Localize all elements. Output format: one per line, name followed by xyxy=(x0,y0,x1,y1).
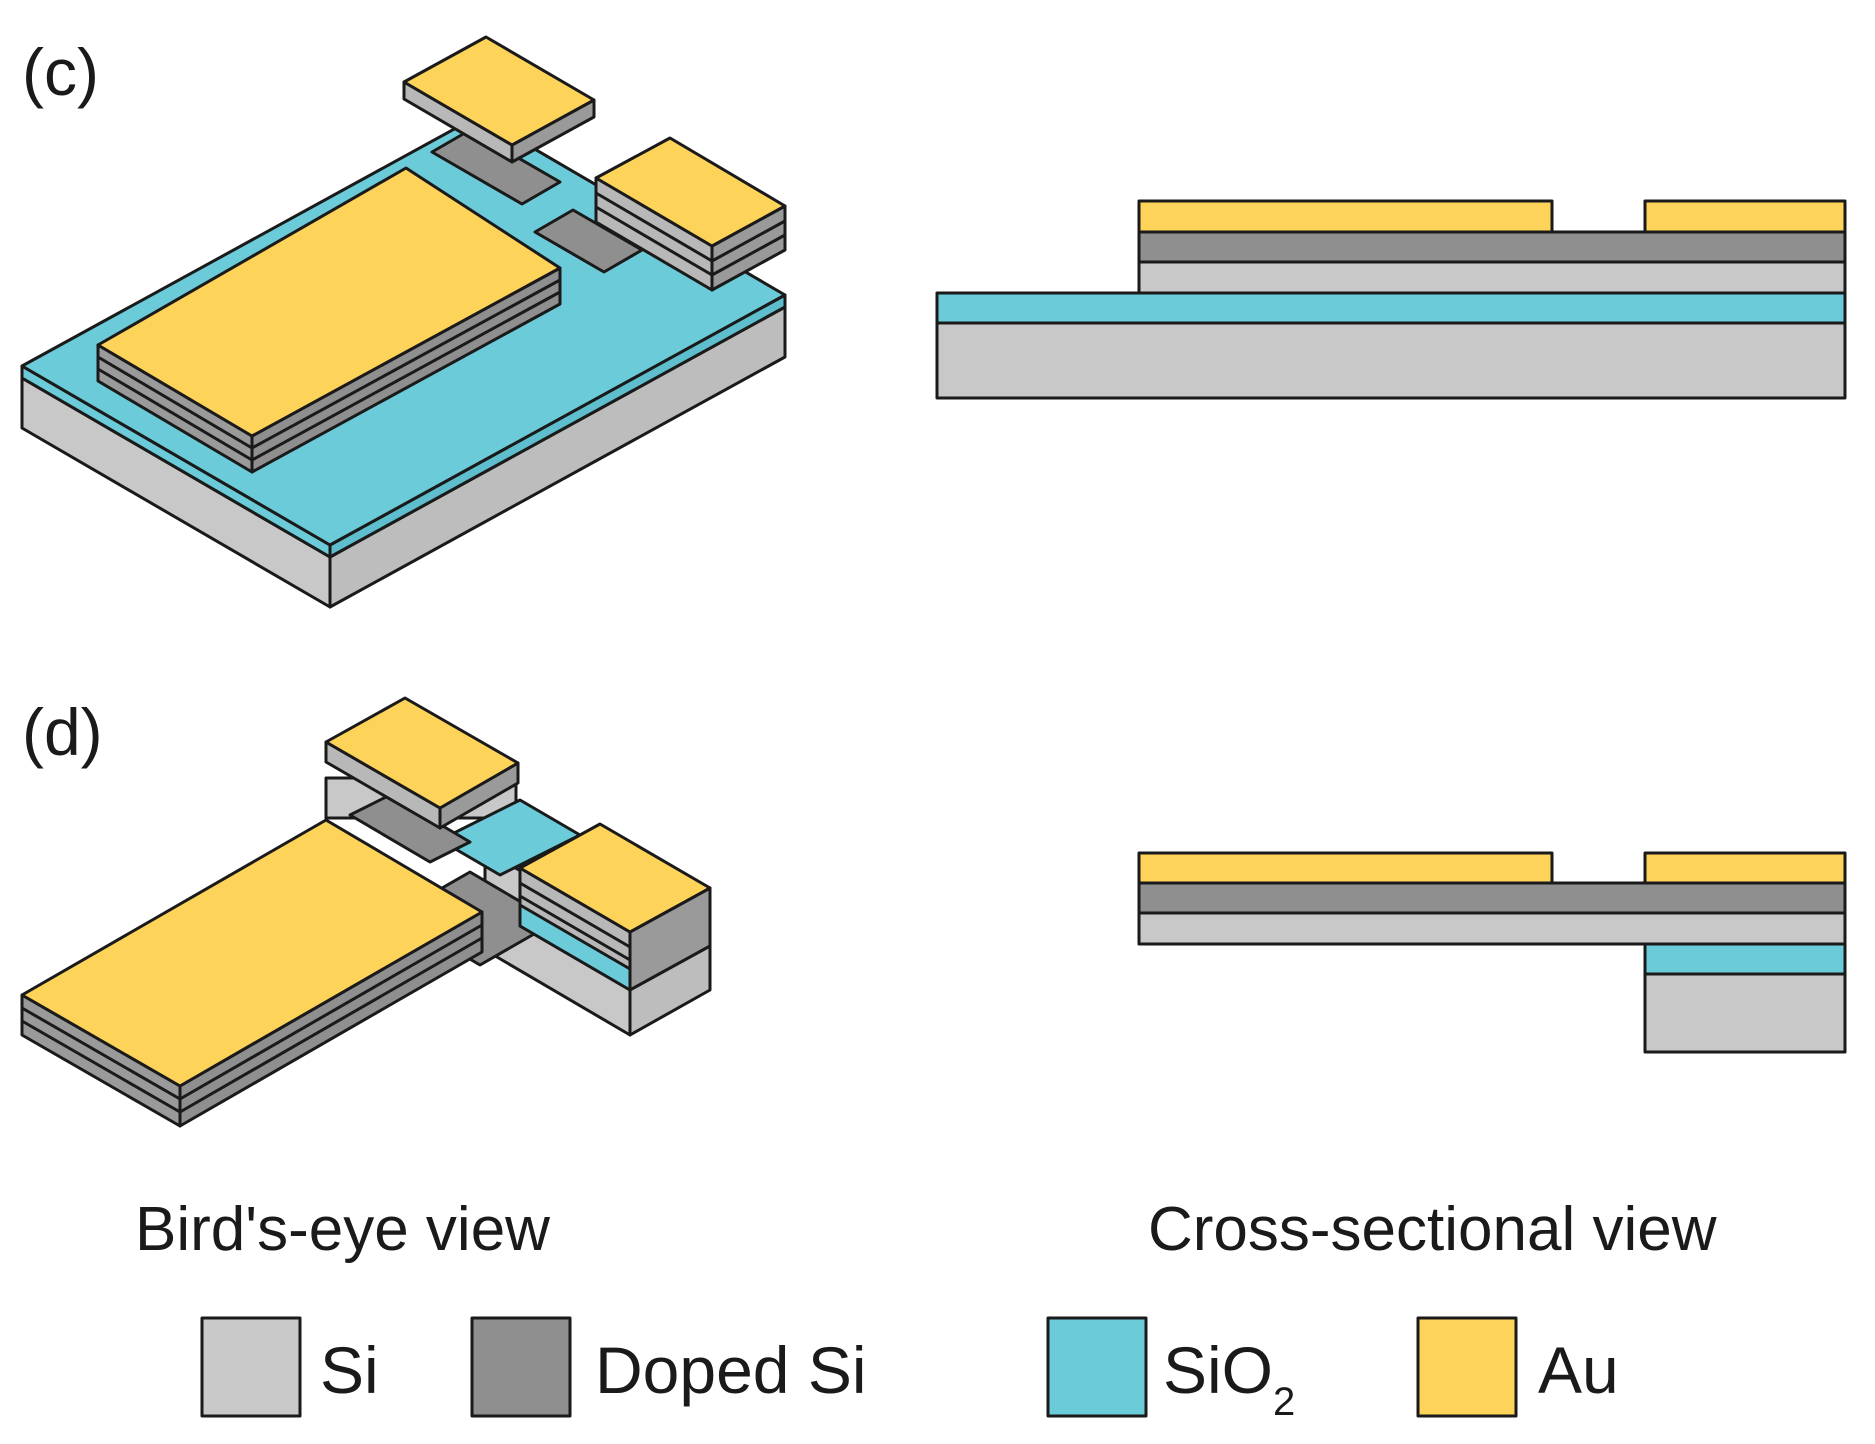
legend-label-si: Si xyxy=(320,1333,379,1407)
c-xs-si-device xyxy=(1137,260,1847,295)
legend-swatch-doped-si xyxy=(470,1316,572,1418)
panel-c-cross-section xyxy=(935,199,1847,400)
legend-swatch-sio2 xyxy=(1046,1316,1148,1418)
panel-c-birds-eye xyxy=(20,35,787,609)
c-xs-au-right xyxy=(1643,199,1847,234)
legend-label-doped-si: Doped Si xyxy=(595,1333,867,1407)
c-pad2-top xyxy=(594,136,787,248)
d-xs-substrate xyxy=(1643,972,1847,1054)
legend-swatch-si xyxy=(200,1316,302,1418)
d-xs-oxide xyxy=(1643,942,1847,976)
d-xs-doped-si xyxy=(1137,881,1847,915)
legend-label-sio2-sub: 2 xyxy=(1273,1380,1295,1424)
c-pad1-top xyxy=(402,35,596,147)
legend-item-au: Au xyxy=(1416,1316,1619,1418)
legend-swatch-au xyxy=(1416,1316,1518,1418)
caption-cross-section: Cross-sectional view xyxy=(1148,1195,1717,1264)
d-pad2-top xyxy=(518,822,712,934)
legend-item-sio2: SiO2 xyxy=(1046,1316,1295,1424)
d-xs-si-device xyxy=(1137,911,1847,946)
d-beam-1 xyxy=(348,793,472,864)
d-xs-au-left xyxy=(1137,851,1554,885)
d-xs-au-right xyxy=(1643,851,1847,885)
legend-label-sio2-main: SiO xyxy=(1163,1333,1273,1407)
legend-label-sio2: SiO2 xyxy=(1163,1333,1295,1424)
d-pad1-top xyxy=(324,696,520,810)
c-plate-top xyxy=(96,166,562,438)
legend-item-doped-si: Doped Si xyxy=(470,1316,867,1418)
caption-birds-eye: Bird's-eye view xyxy=(135,1195,550,1264)
panel-d-cross-section xyxy=(1137,851,1847,1054)
panel-label-c: (c) xyxy=(22,35,99,109)
c-beam-1 xyxy=(430,128,562,206)
legend-label-au: Au xyxy=(1538,1333,1619,1407)
panel-d-birds-eye xyxy=(20,696,712,1128)
d-plate-top xyxy=(20,818,484,1088)
legend: Si Doped Si SiO2 Au xyxy=(200,1316,1619,1424)
c-xs-substrate xyxy=(935,321,1847,400)
legend-item-si: Si xyxy=(200,1316,379,1418)
panel-label-d: (d) xyxy=(22,695,103,769)
c-xs-au-left xyxy=(1137,199,1554,234)
c-xs-oxide xyxy=(935,291,1847,325)
c-xs-doped-si xyxy=(1137,230,1847,264)
